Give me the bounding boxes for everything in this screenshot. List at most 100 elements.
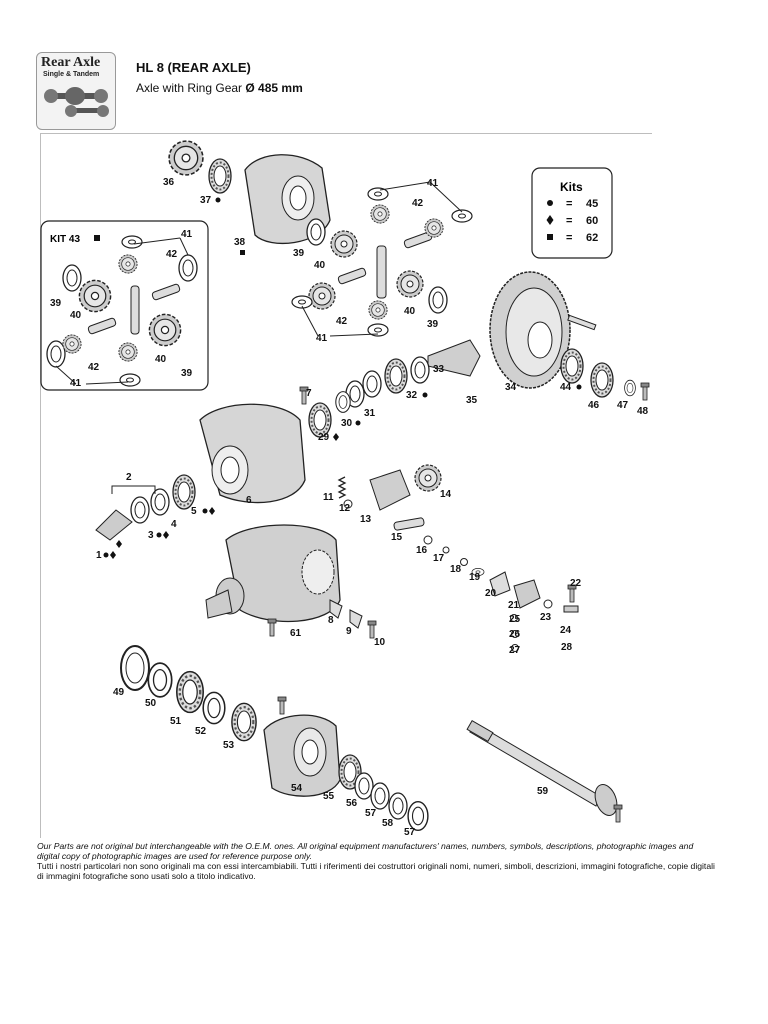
label-3: 3 <box>148 530 154 541</box>
label-42-kit: 42 <box>166 249 178 260</box>
label-57-b: 57 <box>404 827 416 838</box>
label-39-mid: 39 <box>427 319 439 330</box>
label-37: 37 <box>200 195 212 206</box>
wheel-hub-group <box>120 645 429 832</box>
kit-row-1-value: 45 <box>586 198 598 210</box>
label-23: 23 <box>540 612 552 623</box>
label-40-mid: 40 <box>404 306 416 317</box>
label-21: 21 <box>508 600 520 611</box>
label-39-kit-b: 39 <box>181 368 193 379</box>
kit-diamond-icon <box>546 215 554 225</box>
label-41-kit: 41 <box>181 229 193 240</box>
subtitle-diameter: Ø 485 mm <box>245 81 303 95</box>
kit-43-square-icon <box>94 235 100 241</box>
label-49: 49 <box>113 687 125 698</box>
disclaimer-italian: Tutti i nostri particolari non sono orig… <box>37 861 715 881</box>
label-9: 9 <box>346 626 352 637</box>
label-7: 7 <box>306 388 312 399</box>
kit-row-3-value: 62 <box>586 232 598 244</box>
axle-thumbnail-icon <box>44 87 109 117</box>
kits-title: Kits <box>560 180 583 194</box>
kit-row-1-eq: = <box>566 198 572 210</box>
label-42-mid: 42 <box>336 316 348 327</box>
label-22: 22 <box>570 578 582 589</box>
kit-square-icon <box>547 234 553 240</box>
label-30: 30 <box>341 418 353 429</box>
label-24: 24 <box>560 625 572 636</box>
kits-legend: Kits = 45 = 60 = 62 <box>546 180 598 244</box>
lower-housing-group <box>205 524 377 639</box>
kit-row-2-eq: = <box>566 215 572 227</box>
label-13: 13 <box>360 514 372 525</box>
frame-left-line <box>40 133 41 838</box>
label-46: 46 <box>588 400 600 411</box>
label-51: 51 <box>170 716 182 727</box>
label-39-kit: 39 <box>50 298 62 309</box>
label-4: 4 <box>171 519 177 530</box>
label-56: 56 <box>346 798 358 809</box>
carrier-housing-group <box>199 386 579 652</box>
label-35: 35 <box>466 395 478 406</box>
label-5: 5 <box>191 506 197 517</box>
page-subtitle: Axle with Ring Gear Ø 485 mm <box>136 81 303 95</box>
label-42-top: 42 <box>412 198 424 209</box>
kit-43-parts <box>46 235 198 387</box>
label-40-kit-b: 40 <box>155 354 167 365</box>
label-55: 55 <box>323 791 335 802</box>
label-41-top: 41 <box>427 178 439 189</box>
kit-43-box <box>40 220 209 391</box>
label-54: 54 <box>291 783 303 794</box>
label-50: 50 <box>145 698 157 709</box>
label-41-kit-b: 41 <box>70 378 82 389</box>
kit-row-3-eq: = <box>566 232 572 244</box>
label-8: 8 <box>328 615 334 626</box>
label-29: 29 <box>318 432 330 443</box>
label-36: 36 <box>163 177 175 188</box>
label-44: 44 <box>560 382 572 393</box>
label-40-top: 40 <box>314 260 326 271</box>
label-42-kit-b: 42 <box>88 362 100 373</box>
label-32: 32 <box>406 390 418 401</box>
differential-case-group <box>168 140 473 337</box>
label-18: 18 <box>450 564 462 575</box>
label-2: 2 <box>126 472 132 483</box>
rear-axle-logo: Rear Axle Single & Tandem <box>36 52 116 130</box>
label-15: 15 <box>391 532 403 543</box>
part-number-labels: 36 37 38 39 40 41 42 42 40 39 41 KIT 43 … <box>50 177 649 838</box>
label-12: 12 <box>339 503 351 514</box>
label-27: 27 <box>509 645 521 656</box>
axle-shaft <box>466 719 623 823</box>
label-52: 52 <box>195 726 207 737</box>
label-53: 53 <box>223 740 235 751</box>
label-57-a: 57 <box>365 808 377 819</box>
label-28: 28 <box>561 642 573 653</box>
label-31: 31 <box>364 408 376 419</box>
label-61: 61 <box>290 628 302 639</box>
input-shaft-parts <box>95 474 196 541</box>
label-47: 47 <box>617 400 629 411</box>
label-33: 33 <box>433 364 445 375</box>
label-17: 17 <box>433 553 445 564</box>
label-10: 10 <box>374 637 386 648</box>
frame-top-line <box>40 133 652 134</box>
label-58: 58 <box>382 818 394 829</box>
legal-disclaimer: Our Parts are not original but interchan… <box>37 841 717 881</box>
kit-row-2-value: 60 <box>586 215 598 227</box>
label-48: 48 <box>637 406 649 417</box>
ring-gear-group <box>308 271 650 438</box>
label-6: 6 <box>246 495 252 506</box>
label-11: 11 <box>323 492 334 503</box>
label-16: 16 <box>416 545 428 556</box>
label-26: 26 <box>509 629 521 640</box>
label-39-top: 39 <box>293 248 305 259</box>
disclaimer-english: Our Parts are not original but interchan… <box>37 841 694 861</box>
subtitle-text: Axle with Ring Gear <box>136 81 243 95</box>
kit-circle-icon <box>547 200 553 206</box>
label-20: 20 <box>485 588 497 599</box>
label-14: 14 <box>440 489 452 500</box>
logo-subtitle: Single & Tandem <box>43 71 100 78</box>
page-title: HL 8 (REAR AXLE) <box>136 60 251 75</box>
kit-43-title: KIT 43 <box>50 234 80 245</box>
label-38: 38 <box>234 237 246 248</box>
